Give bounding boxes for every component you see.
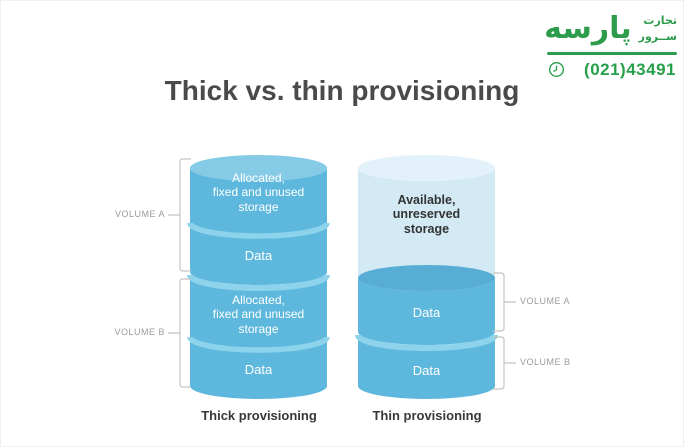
- brand-logo: پارسه تجارت ســرور (021)43491: [544, 9, 677, 80]
- thick-seam-2: [187, 274, 330, 291]
- volume-brackets: [168, 158, 516, 390]
- thick-seam-1: [187, 222, 330, 239]
- phone-row: (021)43491: [547, 60, 677, 80]
- thin-seg-data-b: [358, 335, 495, 399]
- thin-available-body: [358, 168, 495, 294]
- thin-seg-data-a: [358, 278, 495, 346]
- thick-seam-3: [187, 336, 330, 353]
- thick-allocated-b-label: Allocated, fixed and unused storage: [212, 293, 305, 336]
- bracket-right-volume-b: [493, 336, 516, 390]
- thick-data-b-label: Data: [244, 362, 273, 377]
- thin-provisioning-caption: Thin provisioning: [372, 408, 482, 423]
- brand-row: پارسه تجارت ســرور: [544, 9, 677, 49]
- thick-provisioning-caption: Thick provisioning: [201, 408, 317, 423]
- thin-data-b-label: Data: [412, 363, 441, 378]
- thin-seam-1: [355, 334, 498, 351]
- clock-icon: [548, 61, 565, 78]
- thick-data-a-label: Data: [244, 248, 273, 263]
- thick-allocated-a-label: Allocated, fixed and unused storage: [212, 171, 305, 214]
- brand-subtitle-bottom: ســرور: [638, 30, 677, 43]
- phone-number: (021)43491: [584, 59, 676, 79]
- thick-provisioning-cylinder: [187, 155, 330, 399]
- brand-wordmark: پارسه: [544, 11, 632, 46]
- logo-divider: [547, 52, 677, 55]
- volume-a-label-right: VOLUME A: [520, 296, 571, 306]
- thick-seg-allocated-b: [190, 275, 327, 351]
- bracket-right-volume-a: [493, 272, 516, 332]
- thin-top-ellipse: [358, 155, 495, 181]
- bracket-left-volume-b: [168, 278, 191, 388]
- thin-available-label: Available, unreserved storage: [392, 193, 461, 236]
- bracket-left-volume-a: [168, 158, 191, 272]
- thick-seg-allocated-a: [190, 168, 327, 236]
- thin-provisioning-cylinder: [355, 155, 498, 399]
- thick-seg-data-a: [190, 223, 327, 286]
- brand-subtitle-top: تجارت: [643, 14, 677, 28]
- volume-a-label-left: VOLUME A: [114, 209, 165, 219]
- thin-data-a-label: Data: [412, 305, 441, 320]
- volume-b-label-left: VOLUME B: [114, 327, 165, 337]
- thick-top-ellipse: [190, 155, 327, 181]
- brand-subtitle: تجارت ســرور: [639, 13, 677, 45]
- volume-b-label-right: VOLUME B: [520, 357, 571, 367]
- page-title: Thick vs. thin provisioning: [164, 75, 520, 106]
- thin-data-surface-ellipse: [358, 265, 495, 291]
- thick-seg-data-b: [190, 337, 327, 399]
